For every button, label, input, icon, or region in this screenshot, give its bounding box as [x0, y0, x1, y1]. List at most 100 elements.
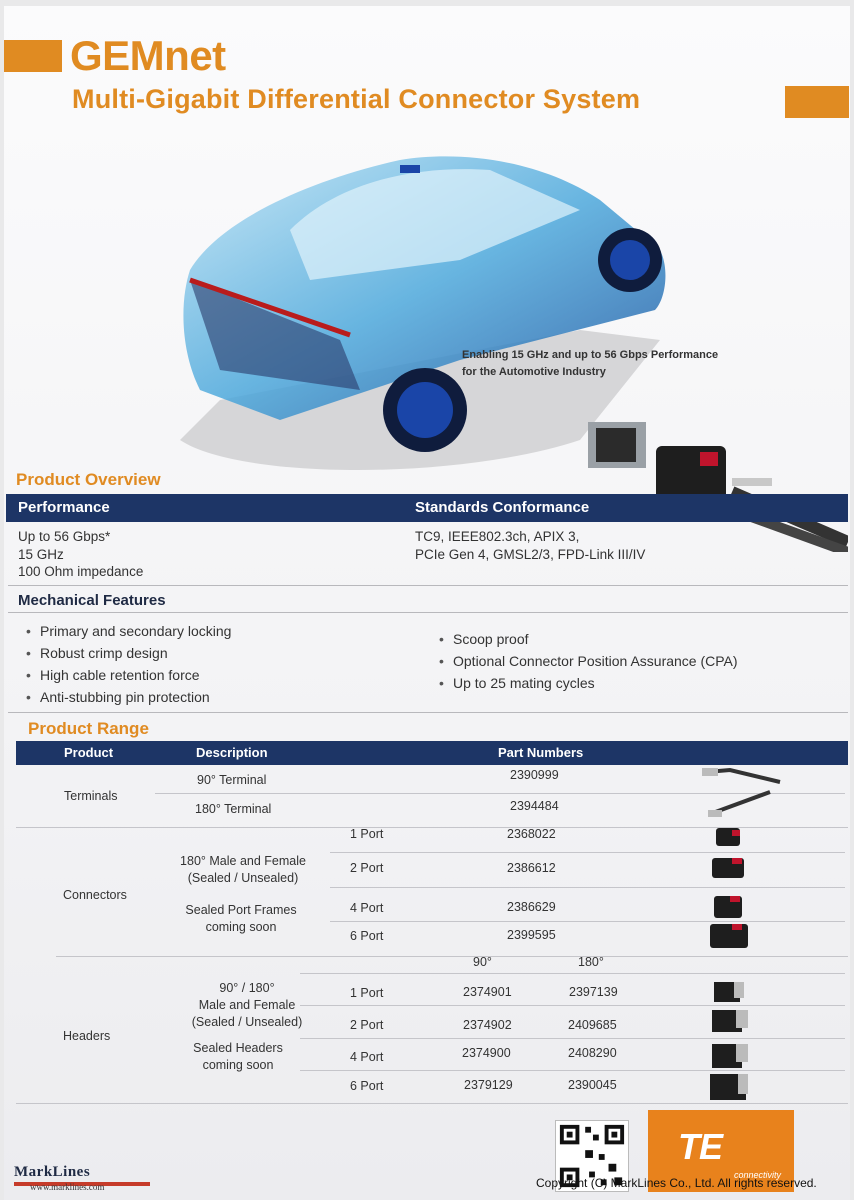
header-part-180: 2409685: [568, 1018, 617, 1032]
hero-tagline: Enabling 15 GHz and up to 56 Gbps Perfor…: [462, 347, 762, 381]
divider: [8, 712, 848, 713]
row-divider: [300, 973, 845, 974]
standards-line: TC9, IEEE802.3ch, APIX 3,: [415, 529, 580, 544]
wireframe-car-illustration: [180, 156, 666, 470]
copyright-notice: Copyright (C) MarkLines Co., Ltd. All ri…: [536, 1176, 817, 1190]
logo-text: MarkLines: [14, 1164, 91, 1180]
connector-port: 2 Port: [350, 861, 384, 875]
col-part-numbers: Part Numbers: [498, 745, 584, 760]
header-photos: [710, 982, 748, 1100]
table-bottom-rule: [16, 1103, 848, 1104]
row-divider: [330, 887, 845, 888]
terminal-photo: [702, 767, 781, 817]
desc-line: Male and Female: [198, 998, 296, 1012]
page-subtitle: Multi-Gigabit Differential Connector Sys…: [72, 84, 641, 114]
row-divider: [155, 793, 845, 794]
list-item: Optional Connector Position Assurance (C…: [439, 650, 738, 672]
mechanical-features-title: Mechanical Features: [18, 592, 166, 609]
group-connectors: Connectors: [63, 888, 127, 902]
logo-underline: [14, 1182, 150, 1186]
product-range-title: Product Range: [28, 719, 149, 738]
standards-heading: Standards Conformance: [415, 499, 590, 516]
header-desc-2: Sealed Headers coming soon: [168, 1040, 308, 1074]
terminal-part: 2394484: [510, 799, 559, 813]
desc-line: Sealed Port Frames: [185, 903, 297, 917]
connector-port: 6 Port: [350, 929, 384, 943]
desc-line: 90° / 180°: [219, 981, 275, 995]
desc-line: coming soon: [202, 1058, 274, 1072]
col-90-label: 90°: [473, 955, 492, 969]
logo-tagline: connectivity: [734, 1170, 782, 1180]
tagline-line-1: Enabling 15 GHz and up to 56 Gbps Perfor…: [462, 349, 719, 361]
col-180-label: 180°: [578, 955, 604, 969]
connector-desc-2: Sealed Port Frames coming soon: [168, 902, 314, 936]
header-part-180: 2390045: [568, 1078, 617, 1092]
connector-part: 2368022: [507, 827, 556, 841]
connector-photos: [710, 828, 748, 948]
connector-part: 2386629: [507, 900, 556, 914]
qr-code: [555, 1120, 629, 1192]
connector-part: 2399595: [507, 928, 556, 942]
performance-line: 15 GHz: [18, 546, 64, 562]
list-item: Primary and secondary locking: [26, 620, 231, 642]
list-item: High cable retention force: [26, 664, 231, 686]
marklines-logo: MarkLines: [14, 1164, 150, 1186]
te-connectivity-logo: TE connectivity: [648, 1110, 794, 1192]
performance-list: Up to 56 Gbps* 15 GHz 100 Ohm impedance: [18, 528, 143, 581]
connector-part: 2386612: [507, 861, 556, 875]
logo-text: TE: [678, 1126, 723, 1167]
group-headers: Headers: [63, 1029, 111, 1043]
tagline-line-2: for the Automotive Industry: [462, 366, 606, 378]
list-item: Up to 25 mating cycles: [439, 672, 738, 694]
col-product: Product: [64, 745, 114, 760]
header-port: 4 Port: [350, 1050, 384, 1064]
mechanical-list-right: Scoop proof Optional Connector Position …: [439, 628, 738, 694]
group-terminals: Terminals: [64, 789, 118, 803]
header-part-90: 2374900: [462, 1046, 511, 1060]
header-part-180: 2397139: [569, 985, 618, 999]
connector-port: 1 Port: [350, 827, 384, 841]
row-divider: [300, 1038, 845, 1039]
header-part-180: 2408290: [568, 1046, 617, 1060]
divider: [8, 612, 848, 613]
performance-heading: Performance: [18, 499, 110, 516]
header-port: 6 Port: [350, 1079, 384, 1093]
list-item: Scoop proof: [439, 628, 738, 650]
group-divider: [16, 827, 848, 828]
standards-list: TC9, IEEE802.3ch, APIX 3, PCIe Gen 4, GM…: [415, 528, 645, 563]
connector-desc-1: 180° Male and Female (Sealed / Unsealed): [168, 853, 318, 887]
desc-line: 180° Male and Female: [180, 854, 306, 868]
connector-port: 4 Port: [350, 901, 384, 915]
page-title: GEMnet: [70, 32, 226, 79]
range-table-header: Product Description Part Numbers: [16, 741, 848, 765]
row-divider: [300, 1005, 845, 1006]
row-divider: [330, 921, 845, 922]
col-description: Description: [196, 745, 268, 760]
overview-header-bar: Performance Standards Conformance: [6, 494, 848, 522]
mechanical-list-left: Primary and secondary locking Robust cri…: [26, 620, 231, 708]
product-overview-title: Product Overview: [16, 470, 161, 489]
performance-line: 100 Ohm impedance: [18, 564, 144, 579]
header-port: 1 Port: [350, 986, 384, 1000]
list-item: Anti-stubbing pin protection: [26, 686, 231, 708]
desc-line: (Sealed / Unsealed): [191, 1015, 303, 1029]
list-item: Robust crimp design: [26, 642, 231, 664]
header-part-90: 2374901: [463, 985, 512, 999]
divider: [8, 585, 848, 586]
subtitle-accent-bar: [785, 86, 849, 118]
header-desc-1: 90° / 180° Male and Female (Sealed / Uns…: [168, 980, 326, 1031]
row-divider: [300, 1070, 845, 1071]
terminal-desc: 90° Terminal: [197, 773, 267, 787]
desc-line: Sealed Headers: [193, 1041, 283, 1055]
terminal-desc: 180° Terminal: [195, 802, 272, 816]
terminal-part: 2390999: [510, 768, 559, 782]
header-port: 2 Port: [350, 1018, 384, 1032]
title-accent-bar: [4, 40, 62, 72]
standards-line: PCIe Gen 4, GMSL2/3, FPD-Link III/IV: [415, 546, 646, 562]
group-divider: [56, 956, 848, 957]
desc-line: coming soon: [205, 920, 277, 934]
desc-line: (Sealed / Unsealed): [187, 871, 299, 885]
marklines-url: www.marklines.com: [30, 1182, 105, 1192]
header-part-90: 2374902: [463, 1018, 512, 1032]
row-divider: [330, 852, 845, 853]
